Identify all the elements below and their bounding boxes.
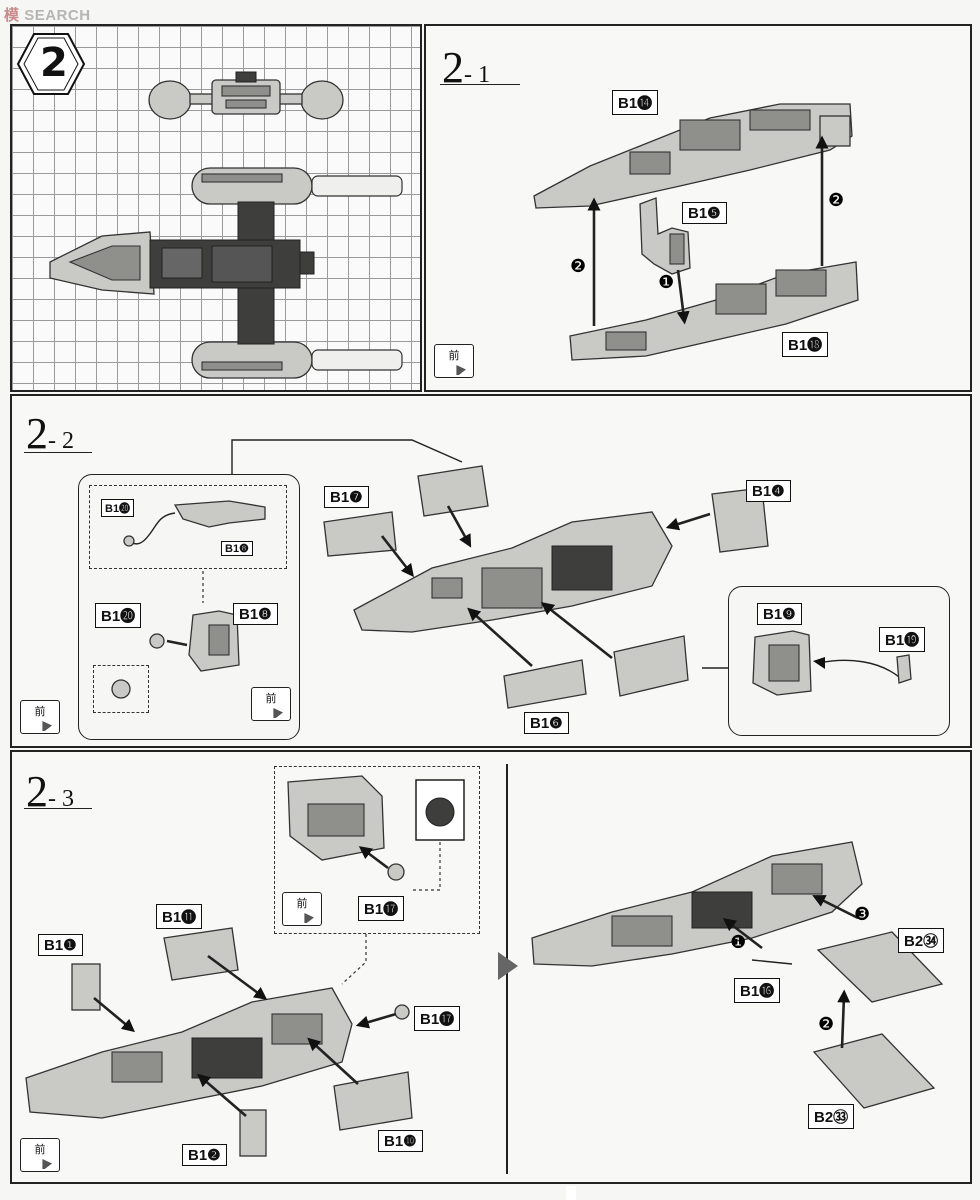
detail-dashed-box-2-3 [274, 766, 480, 934]
step-number-badge [16, 33, 86, 95]
hull-assembly-2-2 [231, 439, 769, 709]
front-indicator-detail: 前 [282, 892, 322, 926]
detail-parts-2-2 [111, 500, 266, 699]
step-2-3-panel: 2- 3 [10, 750, 972, 1184]
step2-grid-panel: 2 [10, 24, 422, 392]
detail-inset-right: B1❾ B1⓳ [728, 586, 950, 736]
label-b2-33: B2㉝ [808, 1104, 855, 1129]
label-b1-4: B1❹ [746, 480, 791, 502]
arrow-step-2a: ❷ [570, 256, 587, 277]
label-b1-20-small: B1⓴ [101, 499, 135, 517]
ship-front-view [148, 71, 344, 120]
step-2-1-panel: 2- 1 [424, 24, 972, 392]
arrow-step-2-2-3: ❷ [818, 1014, 835, 1035]
front-indicator-2-3: 前 [20, 1138, 60, 1172]
page-tab-marker [566, 1186, 576, 1200]
detail-inset-left: B1⓴ B1❽ B1⓴ B1❽ 前 [78, 474, 300, 740]
arrow-step-1: ❶ [658, 272, 675, 293]
detail-dashed-box-top [89, 485, 287, 569]
label-b1-20: B1⓴ [95, 603, 142, 628]
step-2-1-title: 2- 1 [442, 43, 490, 92]
label-b1-1: B1❶ [38, 934, 83, 956]
label-b1-11: B1⓫ [156, 904, 203, 929]
label-b1-17-detail: B1⓱ [358, 896, 405, 921]
front-arrow-icon [28, 721, 52, 731]
next-step-arrow-icon [498, 952, 518, 980]
step-2-3-rule [24, 808, 92, 809]
label-b1-18: B1⓲ [782, 332, 829, 357]
step-2-2-title: 2- 2 [26, 409, 74, 458]
part-b1-5 [639, 197, 691, 275]
assembly-arrows-2-1 [587, 135, 829, 326]
part-b1-14 [533, 103, 853, 209]
label-b1-9: B1❾ [757, 603, 802, 625]
label-b1-8: B1❽ [233, 603, 278, 625]
detail-parts-2-2-right [752, 630, 912, 696]
label-b1-6: B1❻ [524, 712, 569, 734]
detail-parts-2-3 [25, 775, 944, 1157]
front-indicator-inset: 前 [251, 687, 291, 721]
step-2-2-panel: 2- 2 B1⓴ B1❽ B1⓴ B1❽ 前 [10, 394, 972, 748]
watermark: 模 SEARCH [4, 7, 91, 24]
arrow-step-1-2-3: ❶ [730, 932, 747, 953]
label-b1-10: B1❿ [378, 1130, 423, 1152]
label-b1-2: B1❷ [182, 1144, 227, 1166]
front-arrow-icon [290, 913, 314, 923]
step-2-1-rule [440, 84, 520, 85]
step-2-3-title: 2- 3 [26, 767, 74, 816]
front-indicator: 前 [434, 344, 474, 378]
label-b1-14: B1⓮ [612, 90, 659, 115]
label-b1-5: B1❺ [682, 202, 727, 224]
label-b1-17: B1⓱ [414, 1006, 461, 1031]
step-2-2-rule [24, 452, 92, 453]
ship-side-view [49, 167, 403, 379]
front-arrow-icon [442, 365, 466, 375]
front-arrow-icon [28, 1159, 52, 1169]
label-b2-34: B2㉞ [898, 928, 945, 953]
arrow-step-3-2-3: ❸ [854, 904, 871, 925]
label-b1-19: B1⓳ [879, 627, 926, 652]
arrow-step-2b: ❷ [828, 190, 845, 211]
step-number: 2 [40, 40, 68, 86]
part-b1-18 [569, 261, 859, 361]
label-b1-8-small: B1❽ [221, 541, 253, 556]
front-indicator-2-2: 前 [20, 700, 60, 734]
detail-dashed-box-bottom [93, 665, 149, 713]
label-b1-16: B1⓰ [734, 978, 781, 1003]
label-b1-7: B1❼ [324, 486, 369, 508]
